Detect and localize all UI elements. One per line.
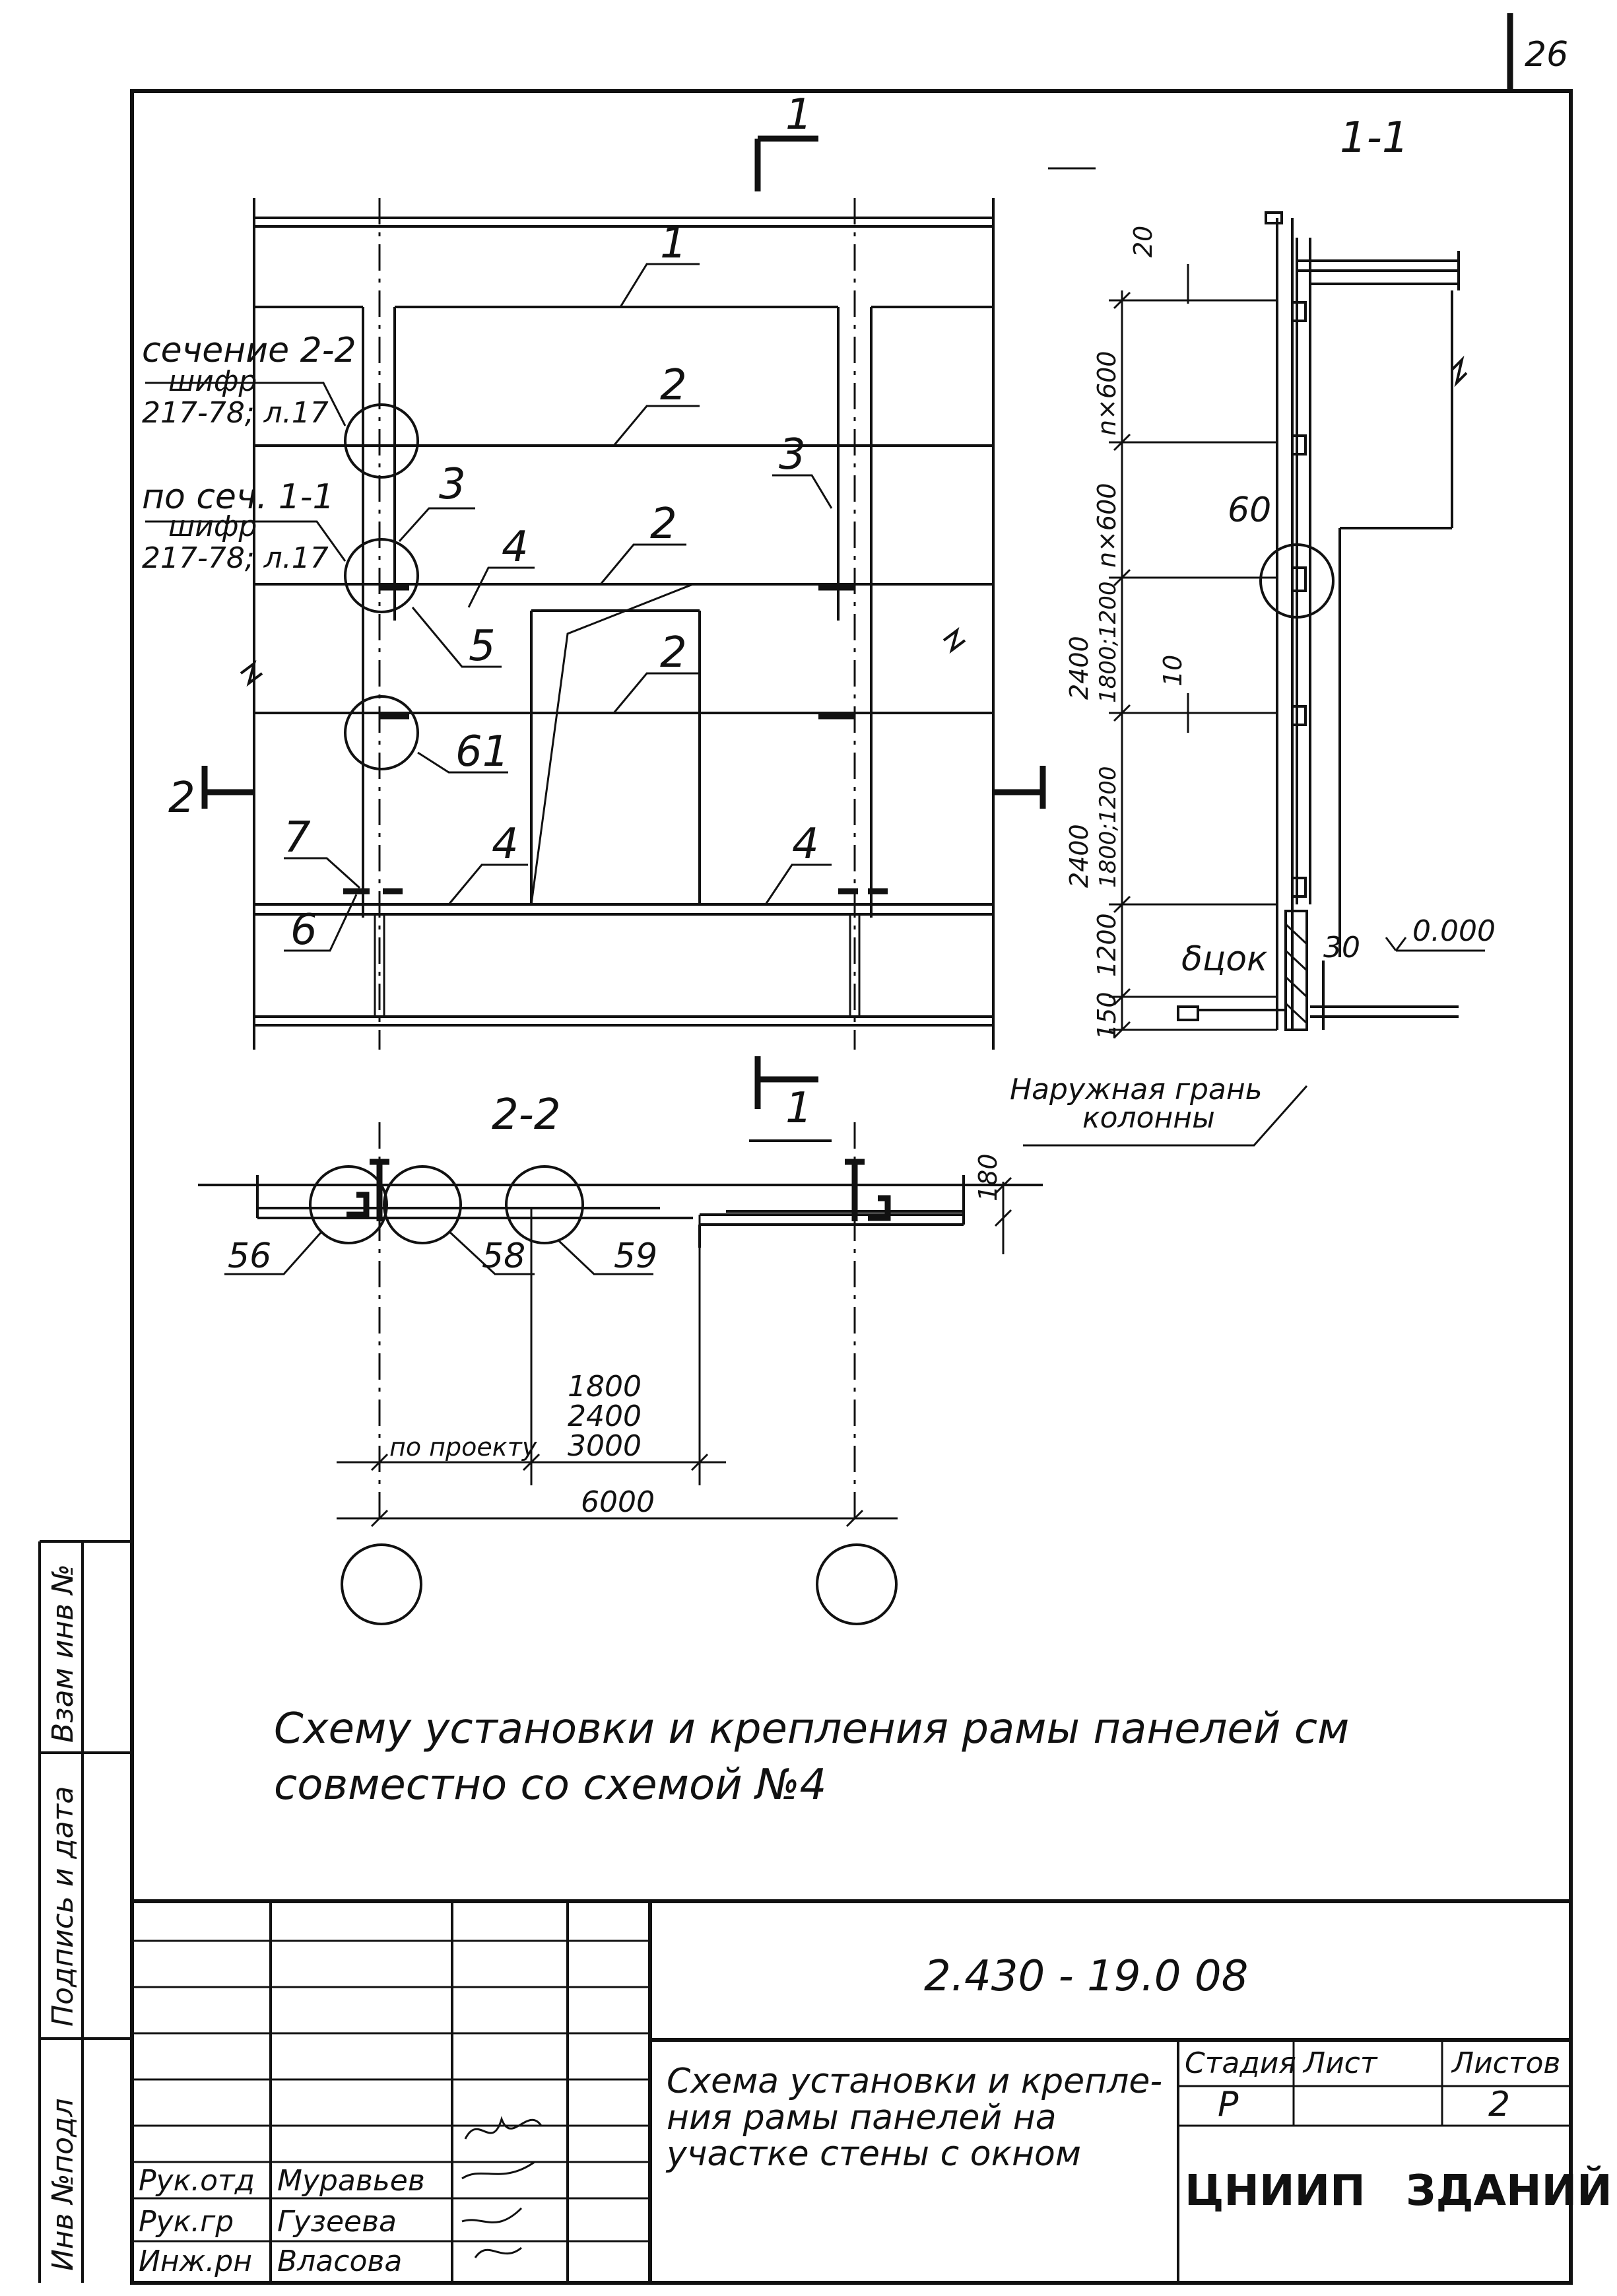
stage-value: Р xyxy=(1218,2085,1239,2124)
description-line-2: ния рамы панелей на xyxy=(667,2098,1057,2138)
callout-2b: 2 xyxy=(650,500,677,549)
callout-4a: 4 xyxy=(502,523,529,572)
dim-10: 10 xyxy=(1158,655,1187,687)
dim-20: 20 xyxy=(1129,226,1158,257)
dim-nx600-b: n×600 xyxy=(1092,483,1121,568)
role-2: Рук.гр xyxy=(139,2205,234,2239)
dim-by-project: по проекту xyxy=(389,1433,537,1462)
sec11-ref-sheet: 217-78; л.17 xyxy=(142,541,329,575)
dim-2400-b: 2400 xyxy=(1065,824,1094,888)
callout-3b: 3 xyxy=(779,430,806,479)
section-2-2-title: 2-2 xyxy=(492,1091,561,1139)
outer-face-label-1: Наружная грань xyxy=(1010,1073,1263,1106)
dim-width-3000: 3000 xyxy=(568,1429,642,1463)
dim-30: 30 xyxy=(1323,931,1360,964)
dim-span-6000: 6000 xyxy=(581,1485,655,1519)
sec22-ref-doc: шифр xyxy=(168,364,257,398)
side-stamp-inv: Инв №подл xyxy=(46,2098,80,2271)
dim-1200: 1200 xyxy=(1092,913,1121,977)
dim-180: 180 xyxy=(974,1153,1003,1201)
note-line-1: Схему установки и крепления рамы панелей… xyxy=(274,1705,1349,1753)
name-1: Муравьев xyxy=(277,2164,425,2198)
org-name-left: ЦНИИП xyxy=(1185,2167,1366,2215)
dim-150: 150 xyxy=(1092,992,1121,1040)
section-2-2-view xyxy=(198,1122,1043,1625)
role-1: Рук.отд xyxy=(139,2164,255,2198)
callout-60: 60 xyxy=(1228,490,1271,530)
section-1-1-view xyxy=(1023,167,1485,1147)
side-stamp-sign-date: Подпись и дата xyxy=(46,1786,80,2027)
dim-1800-1200-a: 1800;1200 xyxy=(1095,581,1121,703)
side-stamp-replace: Взам инв № xyxy=(46,1564,80,1743)
callout-6: 6 xyxy=(290,906,317,955)
callout-3a: 3 xyxy=(439,460,466,509)
sec22-ref-label: сечение 2-2 xyxy=(142,331,356,370)
level-mark: 0.000 xyxy=(1412,914,1496,948)
callout-2a: 2 xyxy=(660,361,687,410)
sheet-label: Лист xyxy=(1302,2046,1378,2080)
callout-58: 58 xyxy=(482,1236,525,1276)
dim-width-2400: 2400 xyxy=(568,1400,642,1433)
sec22-ref-sheet: 217-78; л.17 xyxy=(142,396,329,430)
callout-61: 61 xyxy=(455,727,509,776)
name-3: Власова xyxy=(277,2245,402,2278)
section-mark-top: 1 xyxy=(785,90,812,139)
sec11-ref-label: по сеч. 1-1 xyxy=(142,477,335,517)
description-line-3: участке стены с окном xyxy=(665,2134,1081,2174)
role-3: Инж.рн xyxy=(139,2245,252,2278)
callout-5: 5 xyxy=(469,622,496,671)
name-2: Гузеева xyxy=(277,2205,397,2239)
sheets-label: Листов xyxy=(1451,2046,1560,2080)
elevation-view xyxy=(145,135,1046,1109)
section-1-1-title: 1-1 xyxy=(1340,114,1409,162)
outer-face-label-2: колонны xyxy=(1082,1101,1215,1135)
stage-label: Стадия xyxy=(1185,2046,1296,2080)
note-line-2: совместно со схемой №4 xyxy=(274,1761,826,1809)
dim-plinth-thickness: δцок xyxy=(1181,939,1268,979)
dim-width-1800: 1800 xyxy=(568,1370,642,1403)
sec11-ref-doc: шифр xyxy=(168,510,257,543)
callout-2c: 2 xyxy=(660,628,687,677)
doc-code: 2.430 - 19.0 08 xyxy=(924,1952,1248,2001)
callout-1: 1 xyxy=(660,219,687,268)
sheet-frame xyxy=(38,13,1573,2285)
section-mark-bottom: 1 xyxy=(785,1084,812,1133)
section-mark-left: 2 xyxy=(168,774,195,823)
title-block-grid xyxy=(132,1899,1571,2283)
callout-56: 56 xyxy=(228,1236,271,1276)
description-line-1: Схема установки и крепле- xyxy=(667,2062,1162,2101)
dim-nx600-a: n×600 xyxy=(1092,351,1121,436)
page-number: 26 xyxy=(1525,35,1568,75)
org-name-right: ЗДАНИЙ xyxy=(1406,2165,1612,2215)
callout-4c: 4 xyxy=(792,820,819,869)
dim-1800-1200-b: 1800;1200 xyxy=(1095,766,1121,888)
callout-4b: 4 xyxy=(492,820,519,869)
dim-2400-a: 2400 xyxy=(1065,636,1094,700)
sheets-value: 2 xyxy=(1488,2085,1510,2124)
callout-7: 7 xyxy=(284,813,311,862)
callout-59: 59 xyxy=(614,1236,657,1276)
